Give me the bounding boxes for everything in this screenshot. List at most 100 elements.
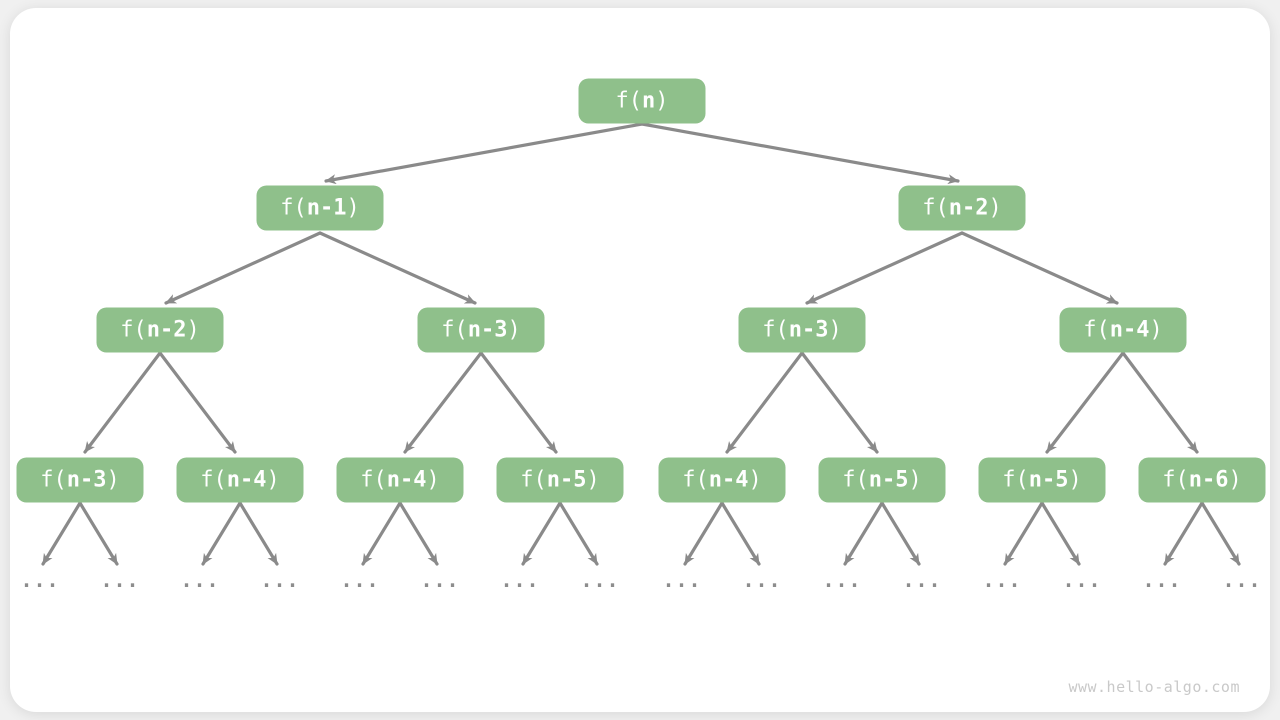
- node-label-post: ): [1149, 317, 1163, 342]
- edge-l1-0-l: [164, 231, 322, 305]
- edge-l1-1-l: [805, 231, 964, 305]
- edge-l3-1-l: [201, 501, 242, 566]
- node-label: f(n-4): [682, 469, 762, 491]
- edge-l3-5-r: [880, 501, 921, 566]
- ellipsis-leaf: ...: [340, 568, 380, 592]
- edge-l3-4-r: [720, 501, 761, 566]
- node-label-post: ): [1068, 467, 1082, 492]
- edge-l3-3-r: [558, 501, 599, 566]
- node-label-arg: n-5: [868, 467, 909, 492]
- edge-l3-6-r: [1040, 501, 1081, 566]
- ellipsis-leaf: ...: [1062, 568, 1102, 592]
- node-label: f(n-3): [40, 469, 120, 491]
- edge-l2-3-r: [1121, 351, 1199, 454]
- ellipsis-leaf: ...: [902, 568, 942, 592]
- ellipsis-leaf: ...: [500, 568, 540, 592]
- node-label-arg: n-3: [66, 467, 107, 492]
- tree-node-l2-2: f(n-3): [738, 307, 866, 353]
- node-label-pre: f(: [762, 317, 789, 342]
- node-label-arg: n-4: [708, 467, 749, 492]
- tree-node-l3-1: f(n-4): [176, 457, 304, 503]
- edge-l2-2-r: [800, 351, 879, 454]
- edge-l3-0-r: [78, 501, 119, 566]
- node-label-post: ): [186, 317, 200, 342]
- node-label-arg: n-1: [306, 195, 347, 220]
- edge-l3-3-l: [521, 501, 562, 566]
- edge-root-r: [640, 122, 960, 185]
- node-label-pre: f(: [120, 317, 147, 342]
- edge-l2-0-r: [158, 351, 237, 454]
- node-label-pre: f(: [360, 467, 387, 492]
- node-label: f(n): [616, 90, 669, 112]
- edge-l3-7-l: [1163, 501, 1204, 566]
- node-label-pre: f(: [1083, 317, 1110, 342]
- node-label-arg: n-3: [788, 317, 829, 342]
- edge-l2-1-r: [479, 351, 558, 454]
- node-label: f(n-1): [280, 197, 360, 219]
- node-label-arg: n-4: [386, 467, 427, 492]
- ellipsis-leaf: ...: [1222, 568, 1262, 592]
- node-label: f(n-2): [922, 197, 1002, 219]
- node-label-arg: n-6: [1188, 467, 1229, 492]
- node-label-post: ): [1228, 467, 1242, 492]
- node-label-post: ): [988, 195, 1002, 220]
- tree-node-l0-0: f(n): [578, 78, 706, 124]
- node-label: f(n-5): [1002, 469, 1082, 491]
- node-label: f(n-3): [441, 319, 521, 341]
- ellipsis-leaf: ...: [1142, 568, 1182, 592]
- node-label-arg: n-2: [948, 195, 989, 220]
- edge-l1-1-r: [960, 231, 1119, 305]
- node-label-arg: n-5: [1028, 467, 1069, 492]
- node-label-post: ): [655, 88, 669, 113]
- ellipsis-leaf: ...: [662, 568, 702, 592]
- node-label-arg: n-4: [1109, 317, 1150, 342]
- edge-l2-3-l: [1045, 351, 1125, 454]
- edge-l3-4-l: [683, 501, 724, 566]
- edge-root-l: [324, 122, 644, 185]
- node-label-post: ): [106, 467, 120, 492]
- edge-l3-0-l: [41, 501, 82, 566]
- node-label-post: ): [828, 317, 842, 342]
- node-label: f(n-2): [120, 319, 200, 341]
- tree-node-l3-7: f(n-6): [1138, 457, 1266, 503]
- node-label: f(n-4): [200, 469, 280, 491]
- tree-node-l3-2: f(n-4): [336, 457, 464, 503]
- node-label-pre: f(: [922, 195, 949, 220]
- edge-l2-0-l: [83, 351, 162, 454]
- tree-node-l3-3: f(n-5): [496, 457, 624, 503]
- node-label-pre: f(: [682, 467, 709, 492]
- node-label-pre: f(: [1162, 467, 1189, 492]
- ellipsis-leaf: ...: [100, 568, 140, 592]
- ellipsis-leaf: ...: [580, 568, 620, 592]
- edge-l3-7-r: [1200, 501, 1241, 566]
- ellipsis-leaf: ...: [20, 568, 60, 592]
- edge-l2-1-l: [403, 351, 483, 454]
- tree-node-l2-3: f(n-4): [1059, 307, 1187, 353]
- edge-l3-2-r: [398, 501, 439, 566]
- node-label: f(n-4): [1083, 319, 1163, 341]
- node-label-pre: f(: [615, 88, 643, 113]
- node-label-post: ): [748, 467, 762, 492]
- node-label: f(n-4): [360, 469, 440, 491]
- node-label-arg: n-3: [467, 317, 508, 342]
- node-label-arg: n-5: [546, 467, 587, 492]
- tree-node-l2-0: f(n-2): [96, 307, 224, 353]
- node-label-pre: f(: [280, 195, 307, 220]
- node-label: f(n-5): [520, 469, 600, 491]
- tree-node-l3-4: f(n-4): [658, 457, 786, 503]
- ellipsis-leaf: ...: [260, 568, 300, 592]
- edge-l2-2-l: [725, 351, 804, 454]
- node-label-pre: f(: [200, 467, 227, 492]
- node-label-pre: f(: [441, 317, 468, 342]
- node-label-post: ): [908, 467, 922, 492]
- node-label-post: ): [507, 317, 521, 342]
- tree-node-l2-1: f(n-3): [417, 307, 545, 353]
- node-label-post: ): [586, 467, 600, 492]
- tree-node-l3-0: f(n-3): [16, 457, 144, 503]
- ellipsis-leaf: ...: [822, 568, 862, 592]
- edge-l3-5-l: [843, 501, 884, 566]
- ellipsis-leaf: ...: [982, 568, 1022, 592]
- node-label-post: ): [426, 467, 440, 492]
